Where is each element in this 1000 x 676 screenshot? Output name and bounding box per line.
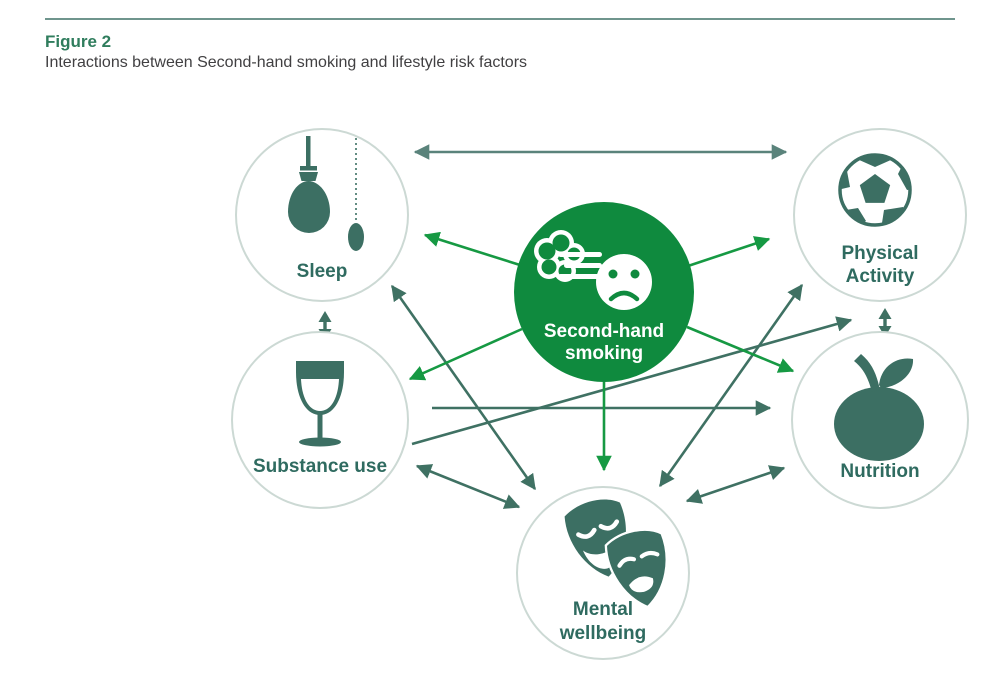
center-label: smoking <box>565 343 643 364</box>
node-sleep: Sleep <box>235 128 409 302</box>
wine-glass-icon <box>296 361 344 447</box>
node-mental-wellbeing: Mental wellbeing <box>516 486 690 660</box>
edge-smoking-substance-use <box>408 327 523 381</box>
figure-title: Interactions between Second-hand smoking… <box>45 54 528 71</box>
apple-icon <box>834 354 924 461</box>
node-label: Activity <box>846 266 915 287</box>
pendant-lamp-icon <box>288 136 364 251</box>
edge-substance-use-physical-activity <box>411 316 853 446</box>
edge-smoking-nutrition <box>686 325 795 373</box>
node-substance-use: Substance use <box>231 331 409 509</box>
node-label: wellbeing <box>559 623 647 644</box>
edge-sleep-mental-wellbeing <box>390 284 537 491</box>
node-label: Physical <box>841 243 918 264</box>
edge-nutrition-mental-wellbeing <box>685 465 786 504</box>
edge-smoking-sleep <box>423 231 521 267</box>
node-label: Nutrition <box>840 461 919 482</box>
edge-substance-use-mental-wellbeing <box>415 464 521 509</box>
figure-label: Figure 2 <box>45 32 112 51</box>
edge-smoking-physical-activity <box>687 236 771 268</box>
top-rule-divider <box>45 18 955 20</box>
node-physical-activity: Physical Activity <box>793 128 967 302</box>
edge-physical-activity-mental-wellbeing <box>658 283 804 488</box>
theater-masks-icon <box>564 499 668 609</box>
node-second-hand-smoking: Second-hand smoking <box>514 202 694 382</box>
node-label: Sleep <box>297 261 348 282</box>
node-nutrition: Nutrition <box>791 331 969 509</box>
center-label: Second-hand <box>544 321 664 342</box>
smoke-and-sad-face-icon <box>534 230 652 310</box>
node-label: Substance use <box>253 456 387 477</box>
node-label: Mental <box>573 599 633 620</box>
